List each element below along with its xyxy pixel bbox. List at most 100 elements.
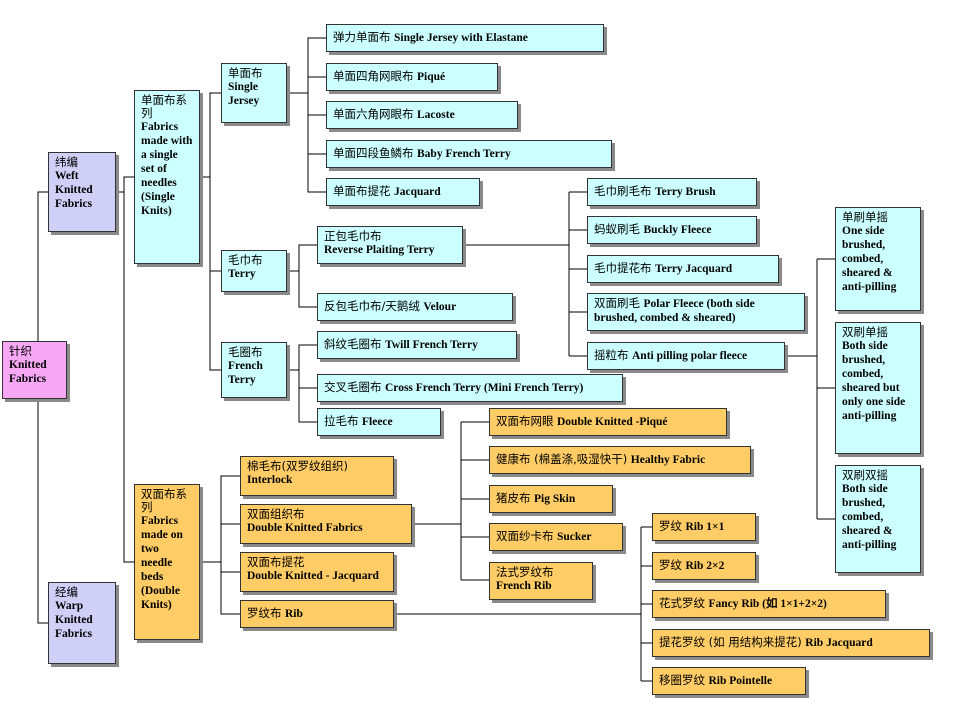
label-en: Pig Skin — [534, 493, 576, 505]
label-en: Polar Fleece (both side brushed, combed … — [594, 298, 755, 324]
double-item: 双面布提花 Double Knitted - Jacquard — [240, 552, 394, 592]
label-cn: 双面纱卡布 — [496, 529, 554, 543]
double-item: 棉毛布(双罗纹组织) Interlock — [240, 456, 394, 496]
rpt-item: 摇粒布 Anti pilling polar fleece — [587, 342, 785, 370]
anti-item: 双刷单摇 Both side brushed, combed, sheared … — [835, 322, 921, 454]
label-cn: 双面布提花 — [247, 555, 305, 569]
label-en: Fancy Rib (如 1×1+2×2) — [708, 598, 827, 610]
label-cn: 摇粒布 — [594, 348, 629, 362]
label-cn: 提花罗纹 (如 用结构来提花) — [659, 635, 802, 649]
label-cn: 双面组织布 — [247, 507, 305, 521]
rib-item: 罗纹 Rib 2×2 — [652, 552, 756, 580]
sj-item: 弹力单面布 Single Jersey with Elastane — [326, 24, 604, 52]
label-en: Reverse Plaiting Terry — [324, 244, 435, 256]
label-en: Terry Jacquard — [655, 263, 733, 275]
ft-item: 交叉毛圈布 Cross French Terry (Mini French Te… — [317, 374, 623, 402]
label-en: Terry — [228, 268, 256, 280]
label-cn: 罗纹 — [659, 519, 682, 533]
sj-item: 单面四段鱼鳞布 Baby French Terry — [326, 140, 612, 168]
label-cn: 双刷单摇 — [842, 325, 888, 339]
label-cn: 纬编 — [55, 155, 78, 169]
sj-item: 单面四角网眼布 Piqué — [326, 63, 498, 91]
label-cn: 单面六角网眼布 — [333, 107, 414, 121]
terry-item: 反包毛巾布/天鹅绒 Velour — [317, 293, 513, 321]
sj-item: 单面六角网眼布 Lacoste — [326, 101, 518, 129]
label-en: Jacquard — [394, 186, 441, 198]
terry-item: 正包毛巾布 Reverse Plaiting Terry — [317, 226, 463, 264]
dkf-item: 健康布 (棉盖涤,吸湿快干) Healthy Fabric — [489, 446, 751, 474]
double-item: 罗纹布 Rib — [240, 600, 394, 628]
label-en: Cross French Terry (Mini French Terry) — [385, 382, 584, 394]
label-cn: 单面四角网眼布 — [333, 69, 414, 83]
sj-item: 单面布提花 Jacquard — [326, 178, 480, 206]
label-cn: 毛巾布 — [228, 253, 263, 267]
dkf-item: 猪皮布 Pig Skin — [489, 485, 613, 513]
label-en: Double Knitted - Jacquard — [247, 570, 379, 582]
single-knits-series: 单面布系列 Fabrics made with a single set of … — [134, 90, 200, 264]
label-en: Warp Knitted Fabrics — [55, 600, 93, 640]
label-en: Single Jersey — [228, 81, 260, 107]
label-cn: 蚂蚁刷毛 — [594, 222, 640, 236]
rib-item: 罗纹 Rib 1×1 — [652, 513, 756, 541]
label-en: One side brushed, combed, sheared & anti… — [842, 225, 897, 293]
rpt-item: 蚂蚁刷毛 Buckly Fleece — [587, 216, 757, 244]
label-en: Rib 2×2 — [685, 560, 725, 572]
label-en: Rib Jacquard — [805, 637, 873, 649]
label-en: Weft Knitted Fabrics — [55, 170, 93, 210]
label-cn: 单刷单摇 — [842, 210, 888, 224]
root-knitted-fabrics: 针织 Knitted Fabrics — [2, 341, 67, 399]
rpt-item: 毛巾提花布 Terry Jacquard — [587, 255, 779, 283]
label-en: Terry Brush — [655, 186, 716, 198]
label-cn: 健康布 (棉盖涤,吸湿快干) — [496, 452, 628, 466]
label-en: Fabrics made with a single set of needle… — [141, 121, 193, 217]
label-cn: 单面布提花 — [333, 184, 391, 198]
label-cn: 交叉毛圈布 — [324, 380, 382, 394]
rpt-item: 双面刷毛 Polar Fleece (both side brushed, co… — [587, 293, 805, 331]
dkf-item: 双面纱卡布 Sucker — [489, 523, 623, 551]
label-en: Piqué — [417, 71, 446, 83]
label-en: Double Knitted -Piqué — [557, 416, 668, 428]
label-en: French Terry — [228, 360, 263, 386]
label-cn: 法式罗纹布 — [496, 565, 554, 579]
warp-knitted-fabrics: 经编 Warp Knitted Fabrics — [48, 582, 116, 664]
label-cn: 单面布 — [228, 66, 263, 80]
label-en: Fleece — [362, 416, 393, 428]
dkf-item: 法式罗纹布 French Rib — [489, 562, 593, 600]
label-cn: 移圈罗纹 — [659, 673, 705, 687]
label-cn: 双面布系列 — [141, 487, 187, 514]
terry: 毛巾布 Terry — [221, 250, 287, 292]
label-cn: 经编 — [55, 585, 78, 599]
label-en: Rib — [285, 608, 303, 620]
label-en: Buckly Fleece — [643, 224, 712, 236]
label-cn: 双面刷毛 — [594, 296, 640, 310]
rib-item: 提花罗纹 (如 用结构来提花) Rib Jacquard — [652, 629, 930, 657]
label-en: Healthy Fabric — [630, 454, 706, 466]
rpt-item: 毛巾刷毛布 Terry Brush — [587, 178, 757, 206]
label-en: French Rib — [496, 580, 552, 592]
label-cn: 毛圈布 — [228, 345, 263, 359]
label-cn: 双刷双摇 — [842, 468, 888, 482]
rib-item: 花式罗纹 Fancy Rib (如 1×1+2×2) — [652, 590, 886, 618]
ft-item: 斜纹毛圈布 Twill French Terry — [317, 331, 517, 359]
label-cn: 毛巾提花布 — [594, 261, 652, 275]
double-item: 双面组织布 Double Knitted Fabrics — [240, 504, 412, 544]
label-en: Single Jersey with Elastane — [394, 32, 528, 44]
rib-item: 移圈罗纹 Rib Pointelle — [652, 667, 806, 695]
ft-item: 拉毛布 Fleece — [317, 408, 441, 436]
label-cn: 猪皮布 — [496, 491, 531, 505]
label-cn: 针织 — [9, 344, 32, 358]
label-cn: 弹力单面布 — [333, 30, 391, 44]
anti-item: 单刷单摇 One side brushed, combed, sheared &… — [835, 207, 921, 311]
label-cn: 反包毛巾布/天鹅绒 — [324, 299, 420, 313]
label-cn: 拉毛布 — [324, 414, 359, 428]
label-cn: 罗纹 — [659, 558, 682, 572]
label-en: Both side brushed, combed, sheared but o… — [842, 340, 906, 422]
single-jersey: 单面布 Single Jersey — [221, 63, 287, 123]
label-cn: 双面布网眼 — [496, 414, 554, 428]
label-en: Lacoste — [417, 109, 455, 121]
label-en: Velour — [423, 301, 457, 313]
label-en: Interlock — [247, 474, 293, 486]
label-en: Rib 1×1 — [685, 521, 725, 533]
label-en: Both side brushed, combed, sheared & ant… — [842, 483, 897, 551]
dkf-item: 双面布网眼 Double Knitted -Piqué — [489, 408, 727, 436]
